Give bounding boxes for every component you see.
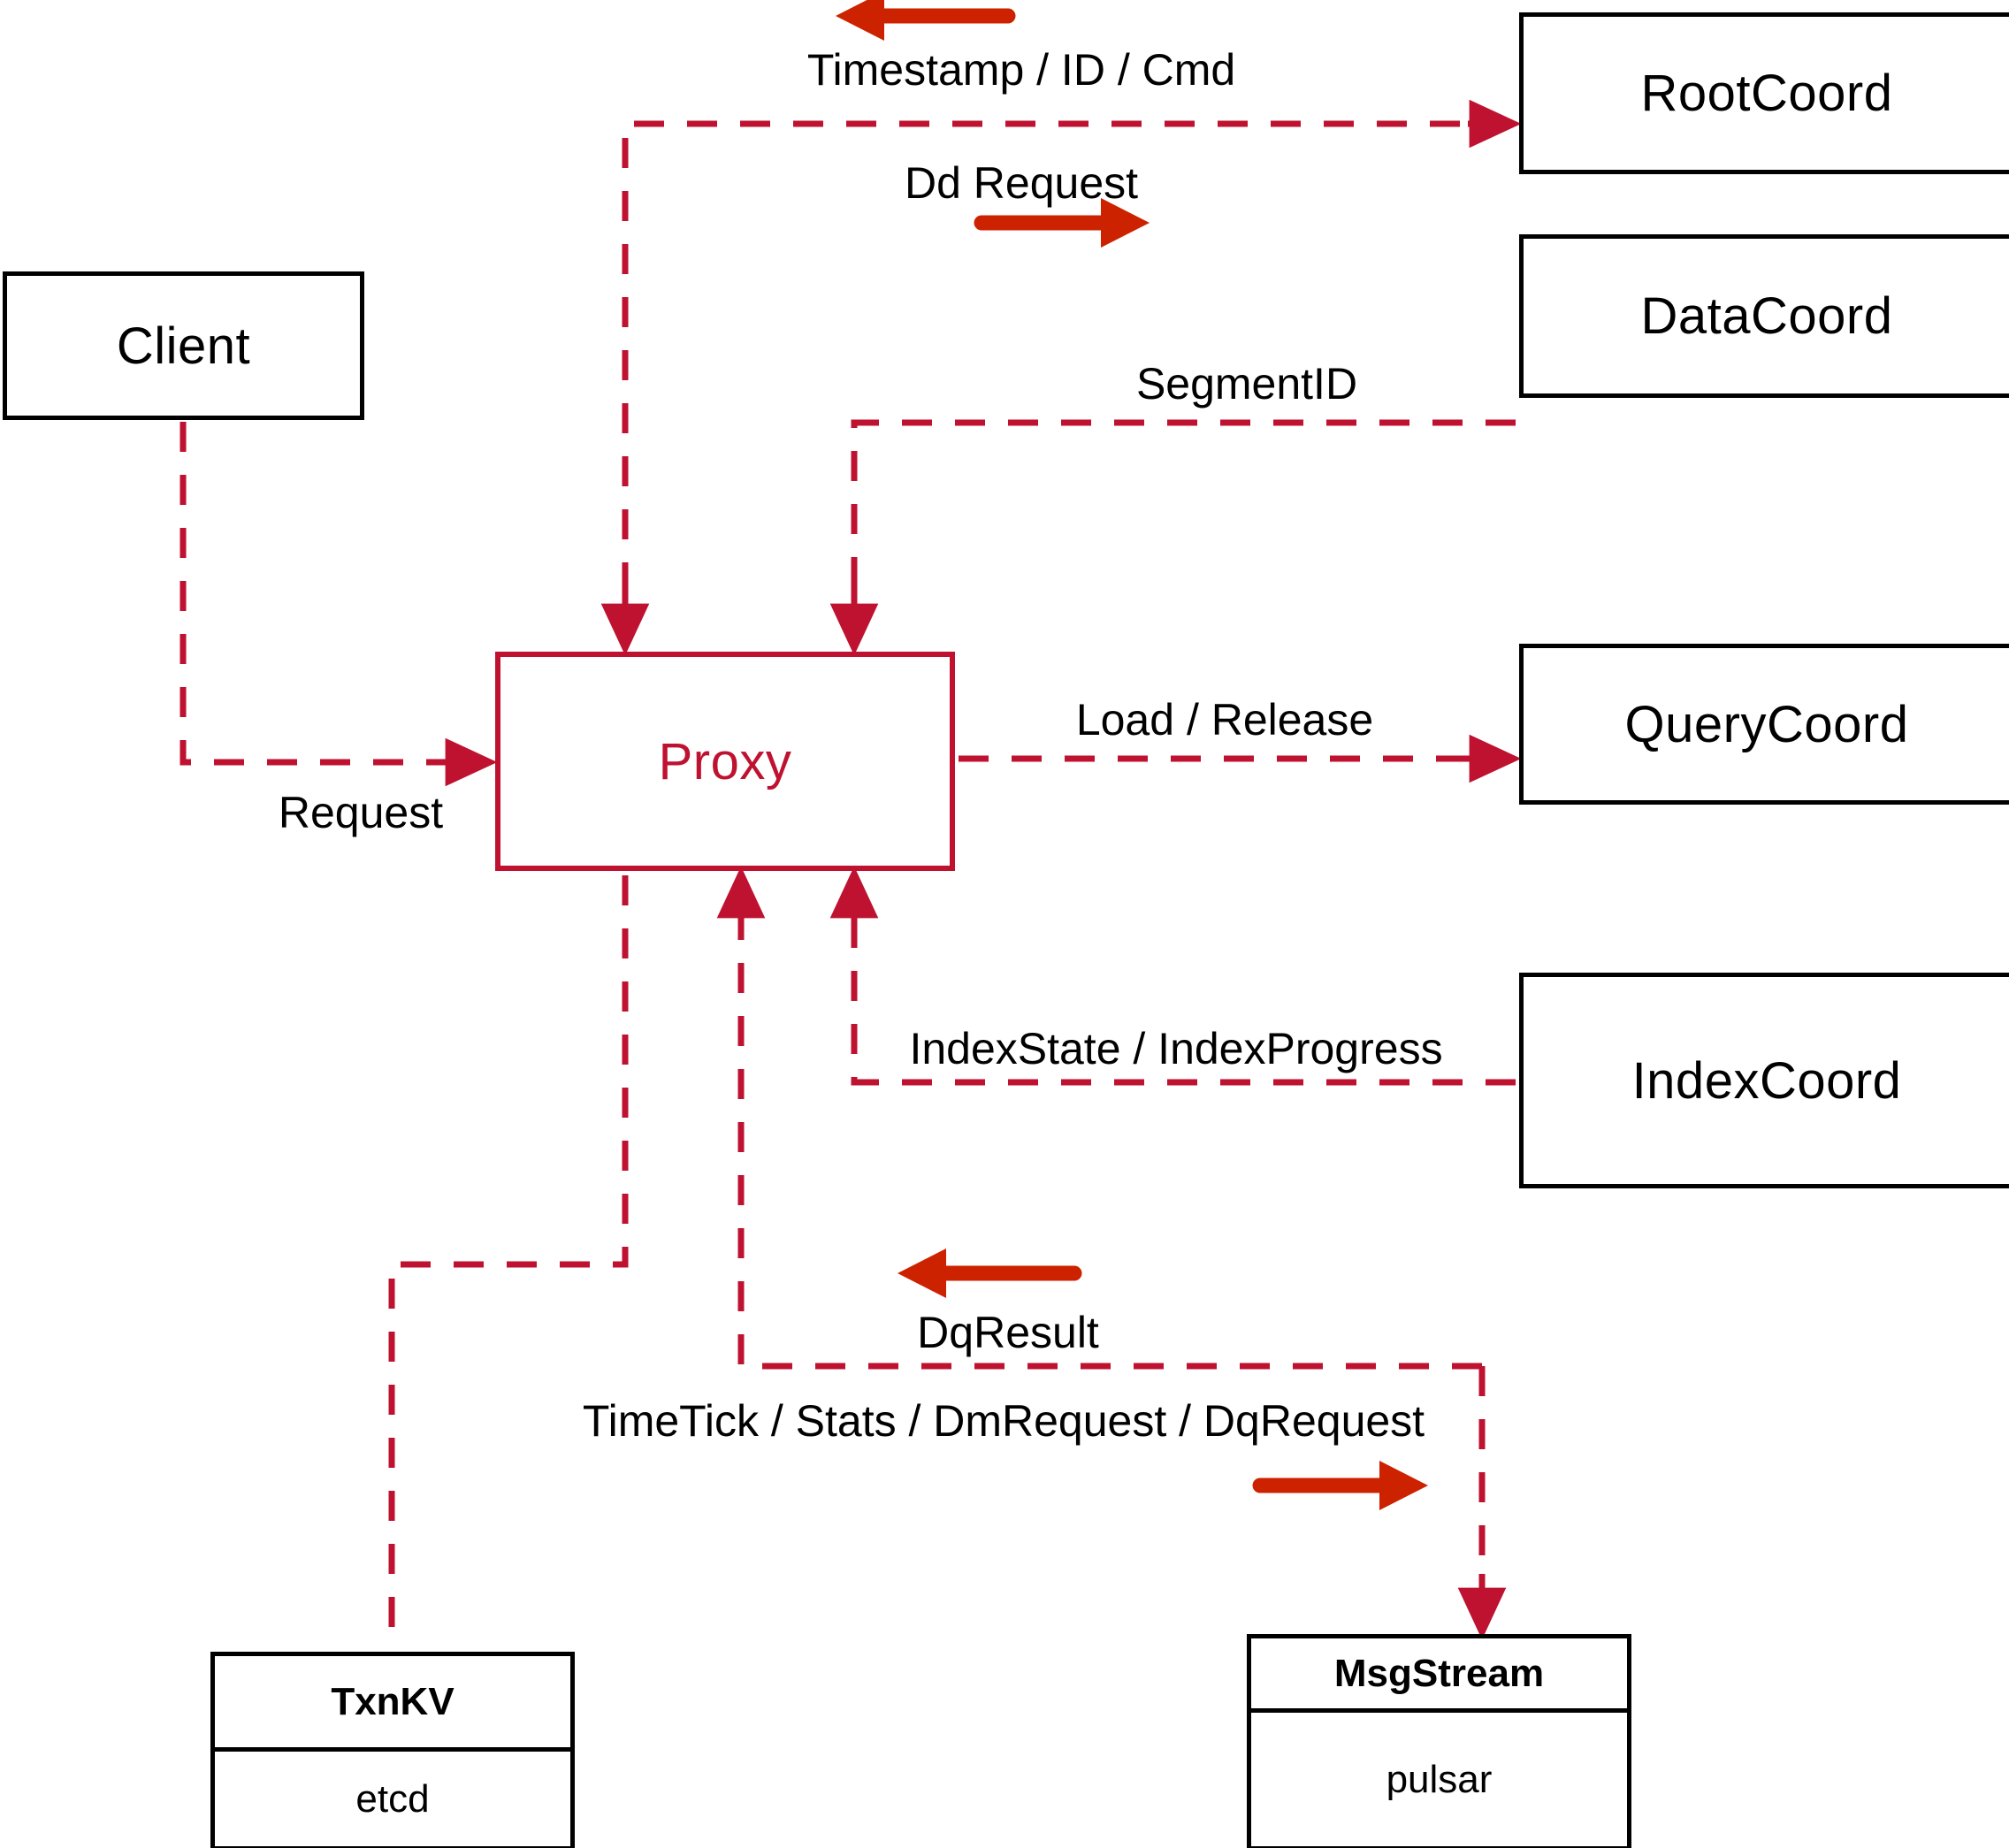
node-querycoord-label: QueryCoord <box>1624 695 1909 753</box>
node-msgstream-header: MsgStream <box>1251 1638 1627 1713</box>
direction-arrow-dqresult-left-icon <box>898 1249 1082 1298</box>
node-rootcoord[interactable]: RootCoord <box>1519 12 2009 174</box>
edge-label-load-release: Load / Release <box>1075 695 1374 745</box>
node-indexcoord[interactable]: IndexCoord <box>1519 973 2009 1188</box>
node-txnkv-body: etcd <box>355 1776 430 1821</box>
edge-proxy-to-rootcoord <box>622 120 1514 645</box>
node-txnkv-header: TxnKV <box>215 1656 570 1752</box>
edge-msgstream-to-proxy <box>737 937 1482 1370</box>
direction-arrow-timestamp-left-icon <box>836 0 1016 41</box>
edge-label-dqresult: DqResult <box>917 1308 1099 1357</box>
direction-arrow-timetick-right-icon <box>1252 1461 1428 1510</box>
node-proxy[interactable]: Proxy <box>495 652 955 871</box>
node-indexcoord-label: IndexCoord <box>1631 1051 1902 1110</box>
node-msgstream[interactable]: MsgStream pulsar <box>1247 1634 1631 1848</box>
node-txnkv[interactable]: TxnKV etcd <box>210 1652 575 1848</box>
node-client[interactable]: Client <box>3 271 364 420</box>
edge-label-timetick-stats-dmrequest-dqrequest: TimeTick / Stats / DmRequest / DqRequest <box>582 1396 1425 1446</box>
edge-indexcoord-to-proxy <box>851 937 1516 1086</box>
edge-label-indexstate-indexprogress: IndexState / IndexProgress <box>909 1024 1443 1073</box>
node-msgstream-body: pulsar <box>1386 1757 1493 1801</box>
edge-datacoord-to-proxy <box>851 419 1516 566</box>
edge-proxy-to-txnkv <box>388 875 629 1650</box>
direction-arrow-ddrequest-right-icon <box>974 198 1150 248</box>
node-rootcoord-label: RootCoord <box>1640 65 1893 122</box>
edge-label-timestamp-id-cmd: Timestamp / ID / Cmd <box>806 45 1236 95</box>
edge-label-segmentid: SegmentID <box>1135 359 1358 409</box>
edge-client-to-proxy <box>180 422 498 787</box>
edge-label-request: Request <box>278 788 444 837</box>
node-querycoord[interactable]: QueryCoord <box>1519 644 2009 805</box>
node-datacoord[interactable]: DataCoord <box>1519 234 2009 398</box>
edge-label-dd-request: Dd Request <box>904 158 1139 208</box>
node-datacoord-label: DataCoord <box>1640 287 1893 345</box>
node-client-label: Client <box>116 317 251 375</box>
node-proxy-label: Proxy <box>658 732 792 790</box>
